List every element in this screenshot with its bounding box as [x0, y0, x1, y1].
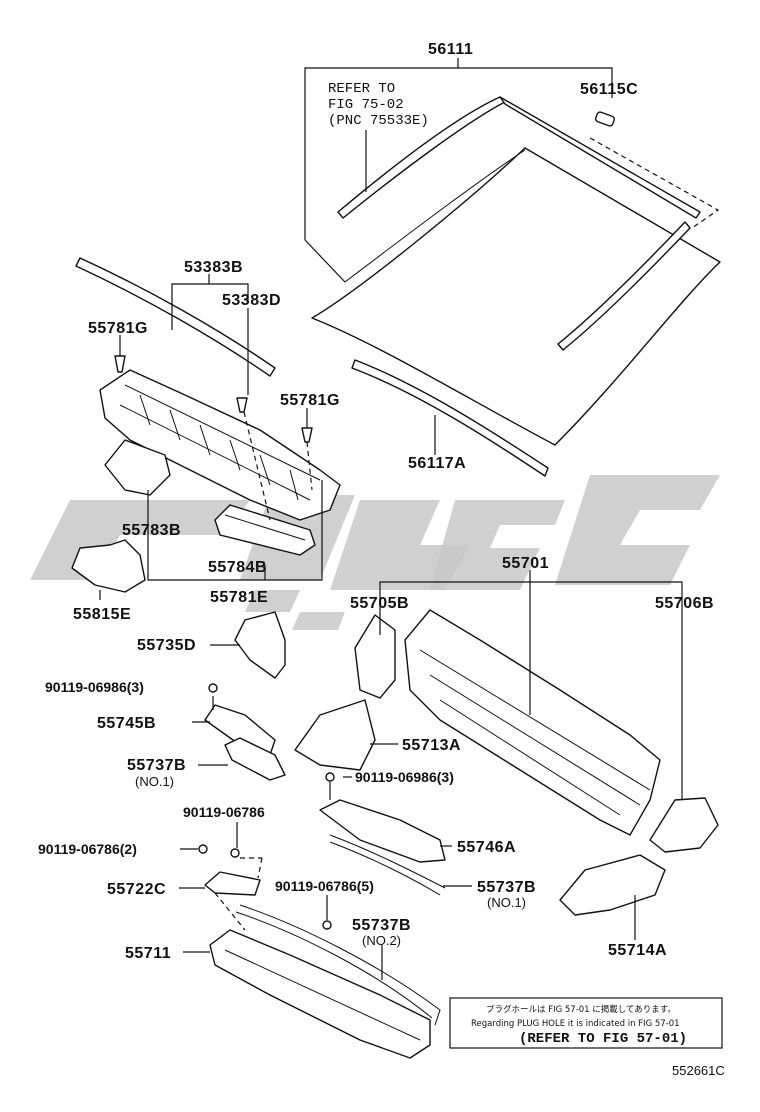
- label-55735d: 55735D: [137, 637, 196, 654]
- dam-seal-bottom: [351, 359, 549, 477]
- label-55705b: 55705B: [350, 595, 409, 612]
- molding-side: [557, 221, 691, 351]
- bracket-55705b: [354, 614, 396, 699]
- seal-55737b-no1-right: [329, 834, 446, 896]
- info-box-english: Regarding PLUG HOLE it is indicated in F…: [471, 1019, 680, 1029]
- leader-lines: [99, 58, 683, 980]
- label-55737b-no2: 55737B: [352, 917, 411, 934]
- label-55701: 55701: [502, 555, 549, 572]
- label-55722c: 55722C: [107, 881, 166, 898]
- label-55713a: 55713A: [402, 737, 461, 754]
- label-55745b: 55745B: [97, 715, 156, 732]
- label-56117a: 56117A: [408, 455, 466, 472]
- dashed-glass-outline: [589, 137, 720, 229]
- label-53383b: 53383B: [184, 259, 243, 276]
- bracket-55735d: [234, 611, 286, 679]
- label-55737b-no1-left-sub: (NO.1): [135, 774, 174, 789]
- label-55784b: 55784B: [208, 559, 267, 576]
- info-box-refer: (REFER TO FIG 57-01): [519, 1031, 687, 1047]
- label-55781g-left: 55781G: [88, 320, 148, 337]
- clip-55781g-left: [114, 355, 126, 373]
- label-55781e: 55781E: [210, 589, 268, 606]
- cover-55784b: [214, 504, 316, 556]
- label-55746a: 55746A: [457, 839, 516, 856]
- label-90119-06786-5: 90119-06786(5): [275, 878, 374, 894]
- label-90119-06986-3-left: 90119-06986(3): [45, 679, 144, 695]
- label-90119-06786: 90119-06786: [183, 804, 265, 820]
- label-55737b-no1-right: 55737B: [477, 879, 536, 896]
- seal-55737b-no1-left: [224, 737, 286, 781]
- label-56115c: 56115C: [580, 81, 638, 98]
- molding-top: [337, 96, 701, 219]
- panel-55711: [209, 929, 431, 1059]
- label-55714a: 55714A: [608, 942, 667, 959]
- windshield-glass: [311, 147, 721, 446]
- bolt-90119-06986-left: [208, 683, 218, 693]
- refer-note-line3: (PNC 75533E): [328, 113, 429, 129]
- bracket-55706b: [649, 797, 719, 853]
- cowl-panel-55701: [404, 609, 661, 836]
- bolt-90119-06986-mid: [325, 772, 335, 782]
- label-53383d: 53383D: [222, 292, 281, 309]
- label-55781g-right: 55781G: [280, 392, 340, 409]
- seal-55815e: [71, 539, 146, 593]
- panel-55713a: [294, 699, 376, 771]
- label-55711: 55711: [125, 945, 171, 962]
- clip-55781g-right: [301, 427, 313, 443]
- label-55737b-no1-right-sub: (NO.1): [487, 895, 526, 910]
- illustration-code: 552661C: [672, 1063, 725, 1078]
- seal-55737b-no2: [235, 904, 441, 1026]
- label-55737b-no2-sub: (NO.2): [362, 933, 401, 948]
- seal-55783b: [104, 439, 171, 496]
- cowl-louver-upper: [75, 257, 341, 521]
- seal-55746a: [319, 799, 446, 863]
- label-55783b: 55783B: [122, 522, 181, 539]
- clip-56115c: [594, 111, 616, 127]
- info-box-japanese: プラグホールは FIG 57-01 に掲載してあります。: [486, 1004, 676, 1015]
- bolt-90119-06786: [230, 848, 240, 858]
- panel-55714a: [559, 854, 666, 916]
- clip-53383d: [236, 397, 248, 413]
- label-55815e: 55815E: [73, 606, 131, 623]
- bolt-90119-06786-2: [198, 844, 208, 854]
- info-box: プラグホールは FIG 57-01 に掲載してあります。 Regarding P…: [449, 997, 723, 1049]
- refer-note-line1: REFER TO: [328, 81, 395, 97]
- label-56111: 56111: [428, 41, 473, 58]
- label-55737b-no1-left: 55737B: [127, 757, 186, 774]
- bolt-90119-06786-5: [322, 920, 332, 930]
- refer-note-line2: FIG 75-02: [328, 97, 404, 113]
- label-90119-06986-3-mid: 90119-06986(3): [355, 769, 454, 785]
- label-55706b: 55706B: [655, 595, 714, 612]
- bracket-55722c: [204, 871, 261, 896]
- label-90119-06786-2: 90119-06786(2): [38, 841, 137, 857]
